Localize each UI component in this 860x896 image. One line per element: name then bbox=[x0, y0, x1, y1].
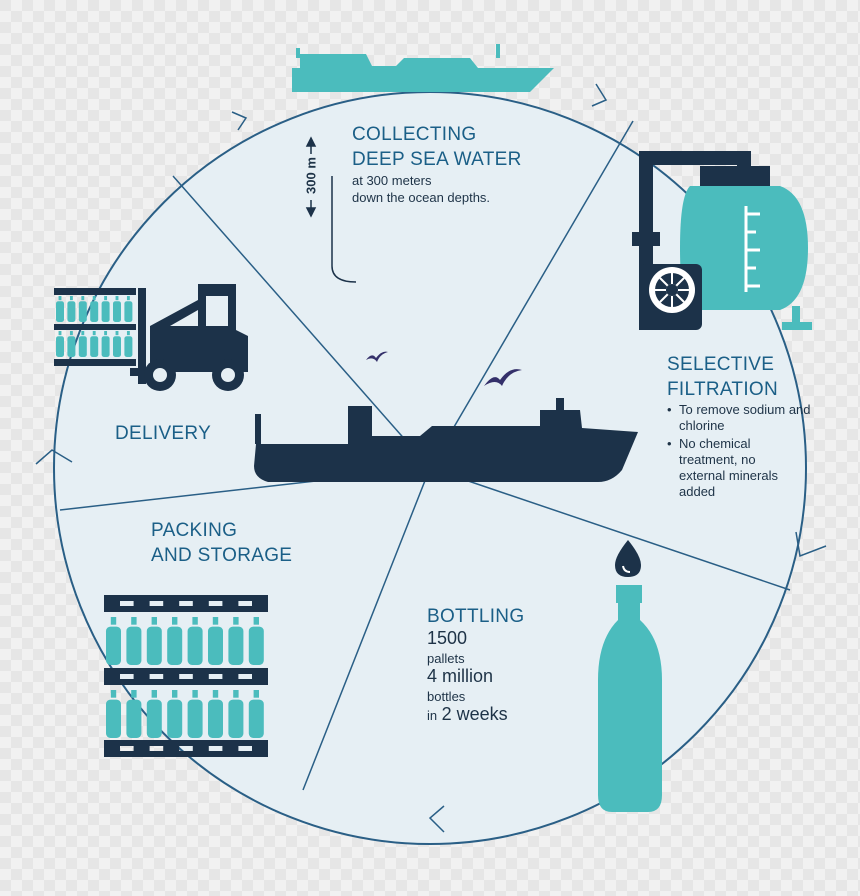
bottling-stat-pallets-unit: pallets bbox=[427, 650, 524, 667]
delivery-title: DELIVERY bbox=[115, 421, 211, 446]
depth-label: 300 m bbox=[304, 146, 319, 206]
bottling-duration-value: 2 weeks bbox=[442, 704, 508, 724]
filtration-section: SELECTIVE FILTRATION To remove sodium an… bbox=[667, 352, 817, 500]
bottling-stat-duration: in 2 weeks bbox=[427, 705, 524, 725]
collecting-title-line2: DEEP SEA WATER bbox=[352, 147, 522, 172]
filtration-title-line2: FILTRATION bbox=[667, 377, 817, 402]
packing-title-line1: PACKING bbox=[151, 518, 292, 543]
bottling-stat-bottles-unit: bottles bbox=[427, 688, 524, 705]
bottling-stat-bottles-value: 4 million bbox=[427, 667, 524, 686]
filtration-bullet: No chemical treatment, no external miner… bbox=[667, 436, 804, 500]
bottling-title: BOTTLING bbox=[427, 604, 524, 629]
ship-icon bbox=[292, 44, 554, 92]
bottling-duration-prefix: in bbox=[427, 708, 437, 723]
filtration-bullets: To remove sodium and chlorine No chemica… bbox=[667, 402, 817, 500]
packing-section: PACKING AND STORAGE bbox=[151, 518, 292, 568]
packing-title-line2: AND STORAGE bbox=[151, 543, 292, 568]
filtration-title-line1: SELECTIVE bbox=[667, 352, 817, 377]
bottling-stat-pallets-value: 1500 bbox=[427, 629, 524, 648]
collecting-section: COLLECTING DEEP SEA WATER at 300 meters … bbox=[352, 122, 522, 206]
collecting-desc-line1: at 300 meters bbox=[352, 172, 522, 189]
filtration-bullet: To remove sodium and chlorine bbox=[667, 402, 819, 434]
collecting-desc-line2: down the ocean depths. bbox=[352, 189, 522, 206]
bottling-section: BOTTLING 1500 pallets 4 million bottles … bbox=[427, 604, 524, 725]
collecting-title-line1: COLLECTING bbox=[352, 122, 522, 147]
pump-icon bbox=[640, 264, 702, 330]
